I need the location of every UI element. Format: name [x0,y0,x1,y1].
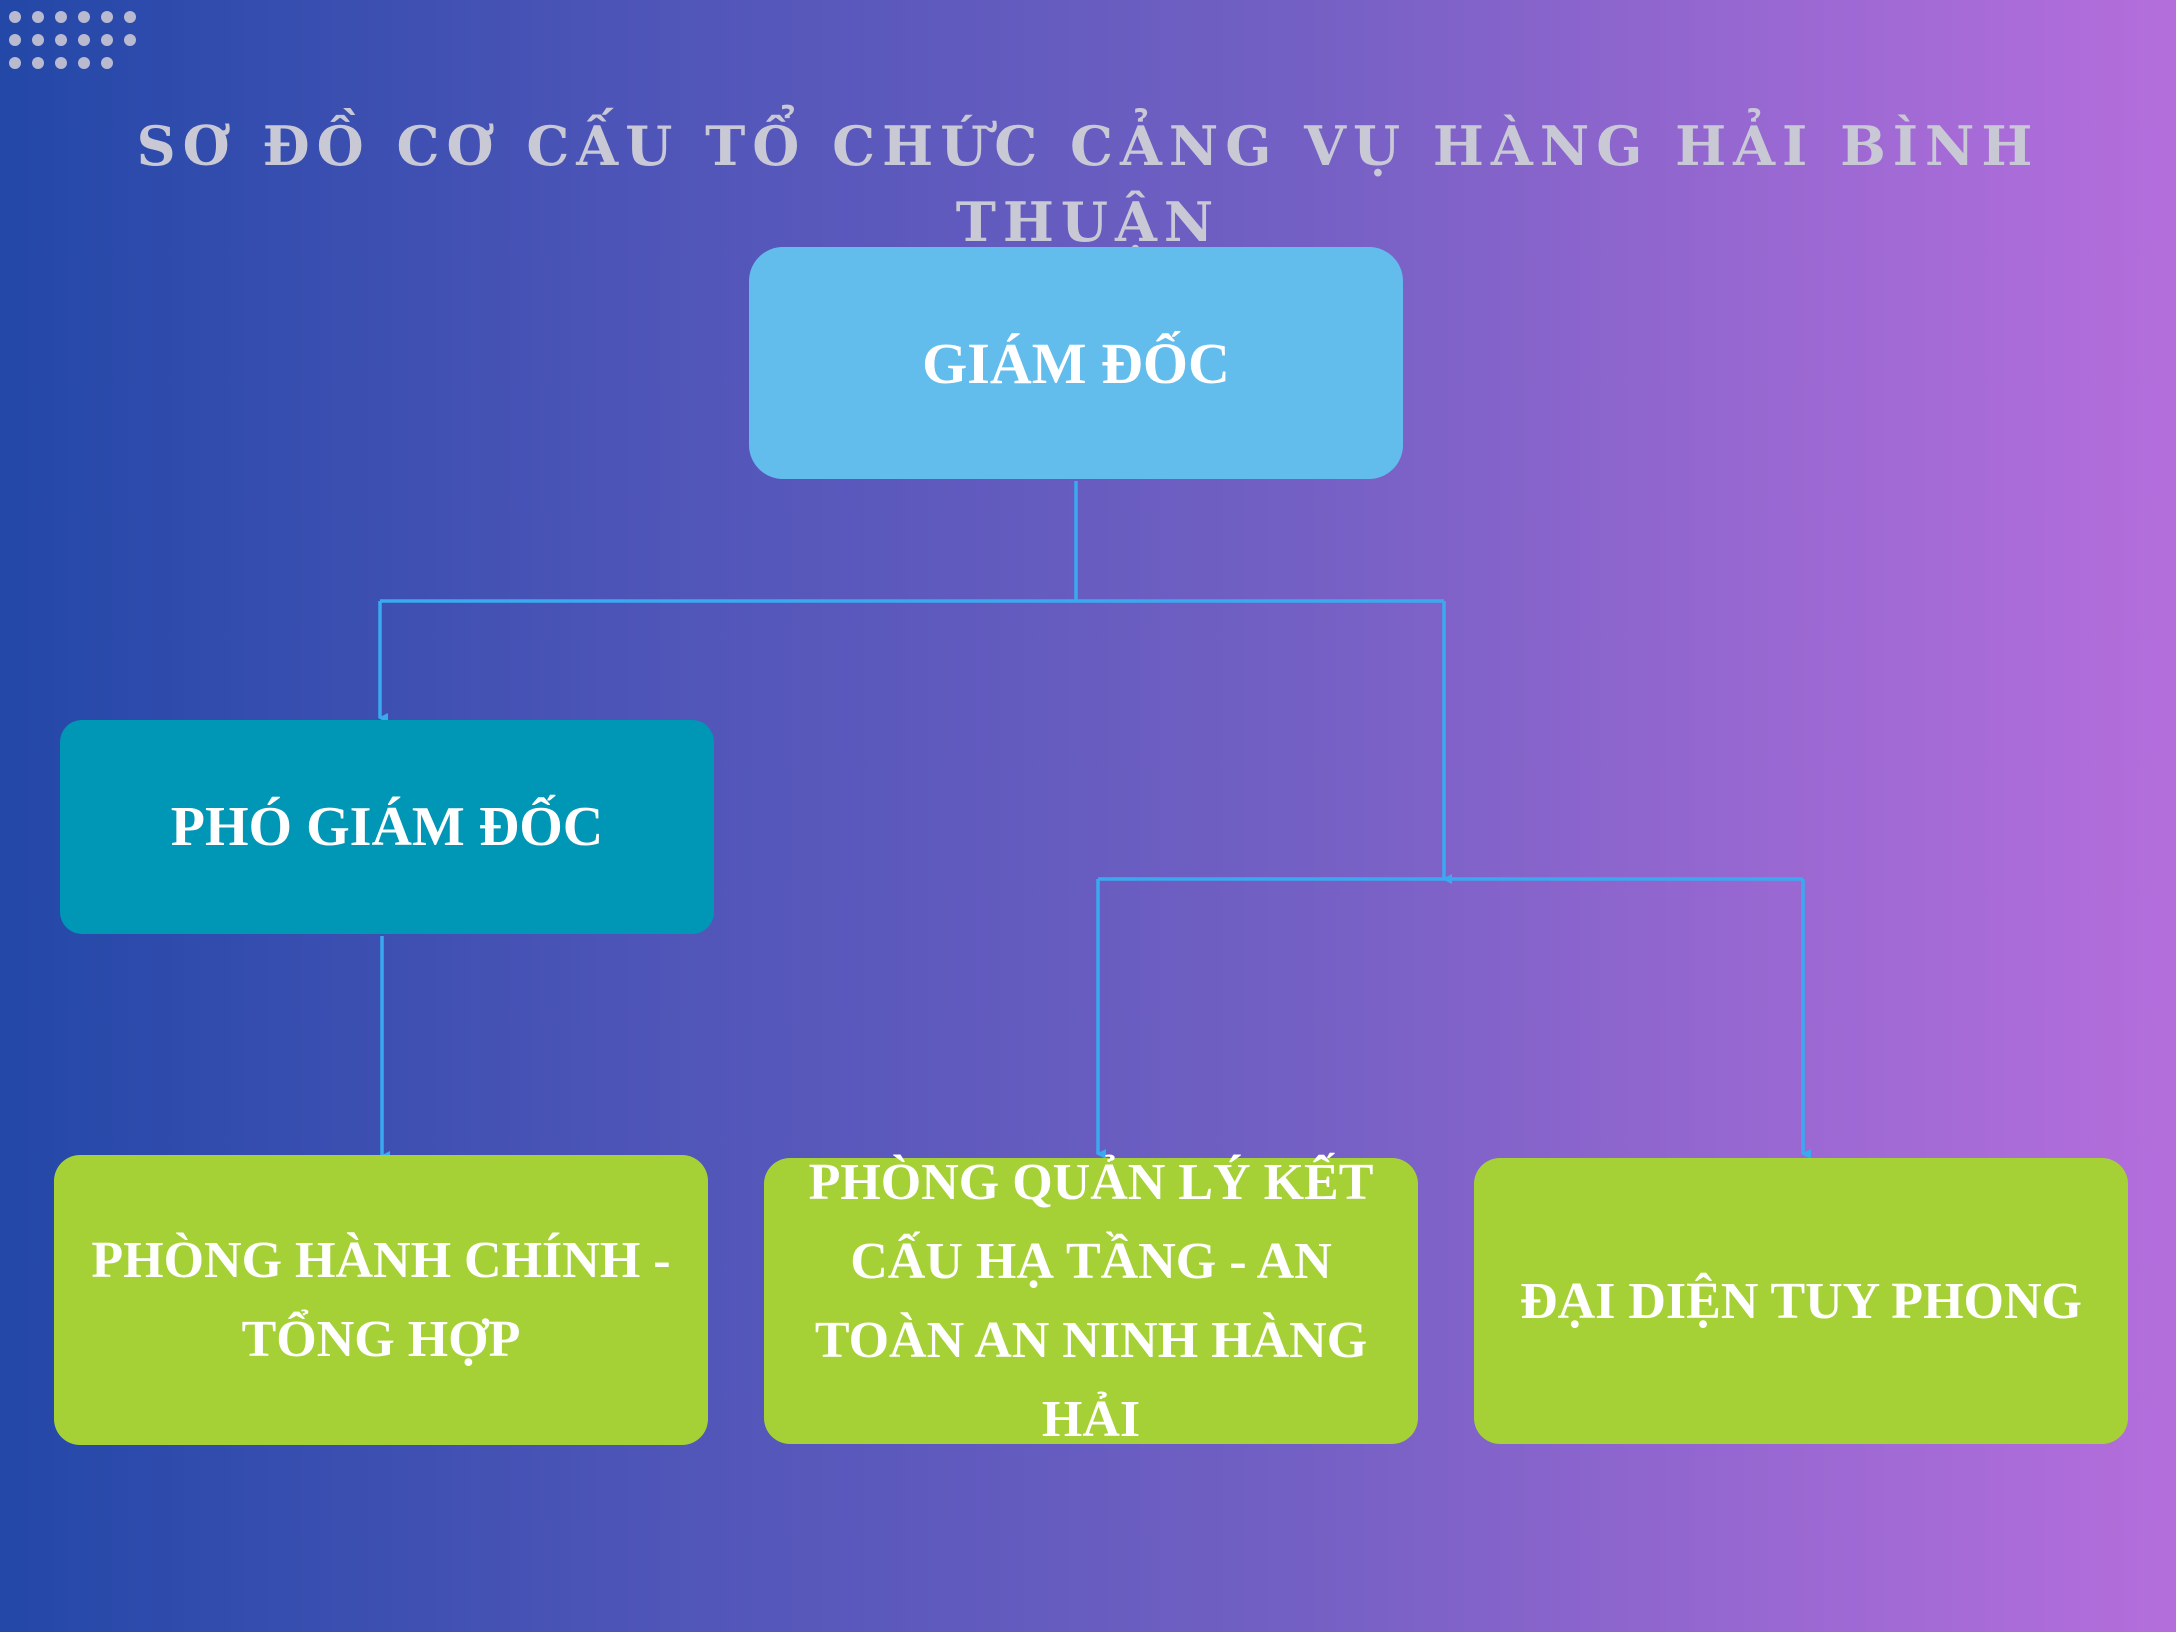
node-deputy-label: PHÓ GIÁM ĐỐC [170,796,604,858]
node-tuy-phong-office: ĐẠI DIỆN TUY PHONG [1474,1158,2128,1444]
node-tuy-phong-label: ĐẠI DIỆN TUY PHONG [1520,1272,2082,1330]
diagram-title: SƠ ĐỒ CƠ CẤU TỔ CHỨC CẢNG VỤ HÀNG HẢI BÌ… [136,114,2040,254]
node-director-label: GIÁM ĐỐC [922,330,1230,396]
decorative-dots [9,11,136,69]
node-infrastructure-label: PHÒNG QUẢN LÝ KẾT CẤU HẠ TẦNG - AN TOÀN … [808,1154,1374,1448]
node-director: GIÁM ĐỐC [749,247,1403,479]
node-admin-label: PHÒNG HÀNH CHÍNH - TỔNG HỢP [91,1232,671,1368]
node-infrastructure-department: PHÒNG QUẢN LÝ KẾT CẤU HẠ TẦNG - AN TOÀN … [764,1154,1418,1448]
node-deputy-director: PHÓ GIÁM ĐỐC [60,720,714,934]
node-admin-department: PHÒNG HÀNH CHÍNH - TỔNG HỢP [54,1155,708,1445]
